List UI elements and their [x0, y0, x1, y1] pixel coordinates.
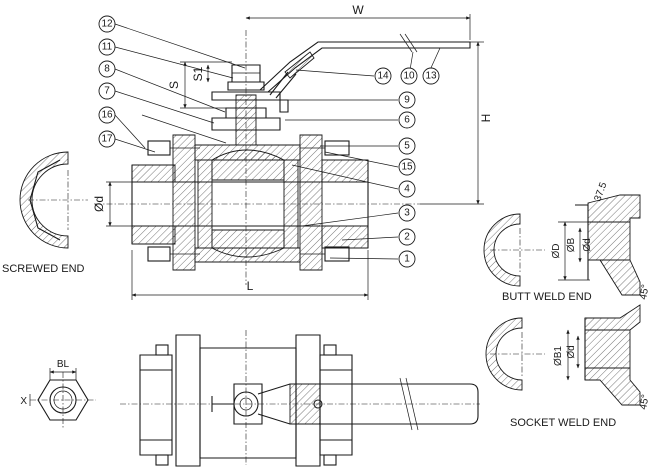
butt-angle: 45°	[638, 284, 651, 301]
dim-od: ØD	[551, 244, 562, 259]
balloon-6: 6	[398, 111, 416, 129]
balloon-11: 11	[98, 38, 116, 56]
dim-w: W	[352, 3, 364, 17]
svg-text:13: 13	[425, 71, 437, 82]
svg-text:10: 10	[403, 71, 415, 82]
dim-od-socket: Ød	[566, 345, 577, 358]
plan-view	[120, 330, 480, 467]
dim-x: X	[20, 396, 27, 407]
main-section-view: W H S S1 Ød L	[92, 3, 493, 300]
socket-weld-end-detail: ØB1 Ød 45° SOCKET WELD END	[485, 304, 652, 429]
hex-nut-detail: BL X	[20, 359, 96, 428]
svg-text:4: 4	[404, 184, 410, 195]
dim-ob: ØB	[566, 237, 577, 252]
screwed-end-detail: SCREWED END	[2, 151, 88, 275]
svg-text:6: 6	[404, 115, 410, 126]
svg-text:17: 17	[101, 134, 113, 145]
svg-text:16: 16	[101, 110, 113, 121]
balloon-9: 9	[398, 91, 416, 109]
dim-s: S	[167, 81, 181, 89]
svg-text:11: 11	[102, 42, 113, 53]
dim-l: L	[247, 279, 254, 293]
svg-text:8: 8	[104, 64, 110, 75]
svg-text:1: 1	[404, 254, 410, 265]
svg-text:12: 12	[101, 19, 113, 30]
dim-bl: BL	[57, 359, 70, 370]
dim-d: Ød	[92, 196, 106, 212]
balloon-1: 1	[398, 250, 416, 268]
balloon-2: 2	[398, 228, 416, 246]
svg-text:15: 15	[401, 162, 413, 173]
balloon-7: 7	[98, 82, 116, 100]
balloon-16: 16	[98, 106, 116, 124]
balloon-3: 3	[398, 204, 416, 222]
svg-text:14: 14	[377, 71, 389, 82]
balloon-5: 5	[398, 137, 416, 155]
dim-s1: S1	[191, 66, 205, 81]
part-balloons: 12 11 8 7 16 17 9 6 5 15 4 3 2 1 14 10 1…	[98, 15, 440, 268]
svg-text:2: 2	[404, 232, 410, 243]
svg-text:5: 5	[404, 141, 410, 152]
dim-h: H	[479, 114, 493, 123]
socket-angle: 45°	[638, 394, 651, 411]
balloon-15: 15	[398, 158, 416, 176]
dim-ob1: ØB1	[553, 346, 564, 366]
caption-butt-weld-end: BUTT WELD END	[502, 291, 592, 303]
balloon-4: 4	[398, 180, 416, 198]
balloon-13: 13	[422, 67, 440, 85]
butt-weld-end-detail: ØD ØB Ød 37.5 45° BUTT WELD END	[483, 181, 652, 303]
dim-od-small: Ød	[582, 238, 593, 251]
balloon-8: 8	[98, 60, 116, 78]
balloon-17: 17	[98, 130, 116, 148]
balloon-14: 14	[374, 67, 392, 85]
svg-text:7: 7	[104, 86, 110, 97]
svg-text:3: 3	[404, 208, 410, 219]
balloon-10: 10	[400, 67, 418, 85]
balloon-12: 12	[98, 15, 116, 33]
caption-socket-weld-end: SOCKET WELD END	[510, 417, 616, 429]
caption-screwed-end: SCREWED END	[2, 263, 85, 275]
svg-text:9: 9	[404, 95, 410, 106]
